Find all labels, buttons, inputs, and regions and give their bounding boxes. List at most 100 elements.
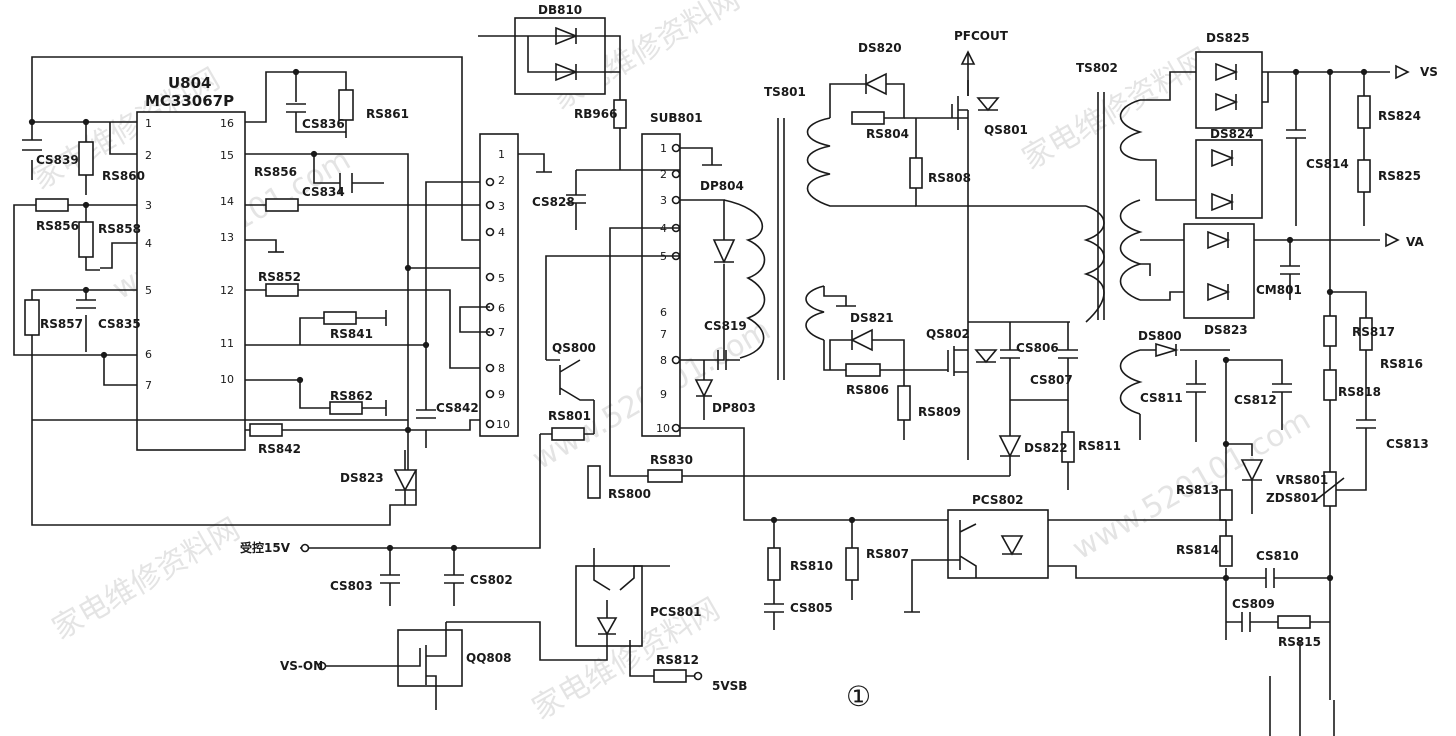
component-label: CS811 [1140, 391, 1183, 405]
component-label: 4 [498, 226, 505, 239]
component-label: RS862 [330, 389, 373, 403]
component-label: 1 [660, 142, 667, 155]
ic-pin: 3 [145, 199, 152, 212]
ic-part-number: MC33067P [145, 92, 234, 110]
component-label: QQ808 [466, 651, 511, 665]
component-label: PCS802 [972, 493, 1024, 507]
feedback-network: DS800 CS811 CS812 RS817 RS818 RS816 CS81… [1138, 288, 1429, 736]
component-label: RS841 [330, 327, 373, 341]
diode-symbol [393, 450, 418, 505]
component-label: RS807 [866, 547, 909, 561]
component-label: CS839 [36, 153, 79, 167]
ic-component-labels: CS839 RS860 RS856 RS858 RS857 CS835 RS86… [36, 107, 479, 485]
component-label: CS834 [302, 185, 345, 199]
component-label: RS815 [1278, 635, 1321, 649]
component-label: CS842 [436, 401, 479, 415]
component-label: RS830 [650, 453, 693, 467]
ic-components [24, 68, 430, 505]
resistor [338, 89, 354, 121]
ic-pin: 10 [220, 373, 234, 386]
watermark: 家电维修资料网 [47, 512, 246, 647]
ic-pin: 4 [145, 237, 152, 250]
component-label: RS856 [36, 219, 79, 233]
connector-10pin: 1 2 3 4 5 6 7 8 9 10 [459, 133, 552, 437]
page-number: ① [846, 680, 871, 713]
ic-pin: 5 [145, 284, 152, 297]
component-label: RS808 [928, 171, 971, 185]
component-label: CS812 [1234, 393, 1277, 407]
ic-pin: 1 [145, 117, 152, 130]
component-label: RS824 [1378, 109, 1421, 123]
sub-board-sub801: SUB801 1 2 3 4 5 6 7 8 9 10 CS828 DP804 … [532, 111, 960, 521]
net-terminal [317, 661, 327, 671]
component-label: RS842 [258, 442, 301, 456]
net-terminal [300, 543, 310, 553]
component-label: CS803 [330, 579, 373, 593]
component-label: RS800 [608, 487, 651, 501]
component-label: DS800 [1138, 329, 1182, 343]
driver-qs802: DS821 RS806 RS809 QS802 [805, 285, 998, 440]
component-label: QS801 [984, 123, 1028, 137]
component-label: DS824 [1210, 127, 1254, 141]
component-label: RS856 [254, 165, 297, 179]
rectifiers-ds823-825: DS825 DS824 DS823 VS VA [1183, 31, 1438, 337]
component-label: ZDS801 [1266, 491, 1318, 505]
ic-pin: 6 [145, 348, 152, 361]
component-label: CS814 [1306, 157, 1349, 171]
resistor [265, 198, 299, 212]
component-label: PCS801 [650, 605, 702, 619]
component-label: DS820 [858, 41, 902, 55]
component-label: CS802 [470, 573, 513, 587]
output-filter: CS814 RS824 RS825 CM801 [1256, 68, 1421, 300]
component-label: CS805 [790, 601, 833, 615]
ic-pin: 12 [220, 284, 234, 297]
component-label: 受控15V [240, 540, 291, 555]
component-label: 5VSB [712, 679, 747, 693]
component-label: CS828 [532, 195, 575, 209]
component-label: RS817 [1352, 325, 1395, 339]
component-label: CS835 [98, 317, 141, 331]
component-label: RS825 [1378, 169, 1421, 183]
component-label: 9 [498, 388, 505, 401]
component-label: 6 [660, 306, 667, 319]
net-terminal [693, 671, 703, 681]
component-label: DS822 [1024, 441, 1068, 455]
component-label: TS801 [764, 85, 806, 99]
ic-pin: 7 [145, 379, 152, 392]
component-label: 5 [498, 272, 505, 285]
component-label: VRS801 [1276, 473, 1328, 487]
component-label: RS811 [1078, 439, 1121, 453]
component-label: DP804 [700, 179, 744, 193]
ic-wiring [13, 56, 490, 526]
component-label: 3 [498, 200, 505, 213]
resistor [35, 198, 69, 212]
ic-pin: 2 [145, 149, 152, 162]
ic-pin: 15 [220, 149, 234, 162]
component-label: 10 [656, 422, 670, 435]
component-label: 8 [498, 362, 505, 375]
ic-pin: 11 [220, 337, 234, 350]
component-label: QS800 [552, 341, 596, 355]
component-label: VS [1420, 65, 1438, 79]
component-label: PFCOUT [954, 29, 1009, 43]
component-label: DS823 [340, 471, 384, 485]
component-label: RS858 [98, 222, 141, 236]
supply-15v: 受控15V CS803 CS802 [240, 540, 513, 606]
component-label: RS804 [866, 127, 909, 141]
component-label: VA [1406, 235, 1424, 249]
component-label: 9 [660, 388, 667, 401]
component-label: DP803 [712, 401, 756, 415]
optocoupler-pcs802: PCS802 [904, 493, 1226, 613]
resonant-caps: CS806 CS807 DS822 RS811 [968, 205, 1121, 490]
component-label: CS806 [1016, 341, 1059, 355]
resistor [249, 423, 283, 437]
component-label: RS809 [918, 405, 961, 419]
component-label: CS807 [1030, 373, 1073, 387]
component-label: DB810 [538, 3, 582, 17]
component-label: RS814 [1176, 543, 1219, 557]
transformer-ts801: TS801 DS820 RS804 RS808 [764, 41, 1086, 380]
ic-pin: 14 [220, 195, 234, 208]
component-label: RS861 [366, 107, 409, 121]
component-label: RS801 [548, 409, 591, 423]
